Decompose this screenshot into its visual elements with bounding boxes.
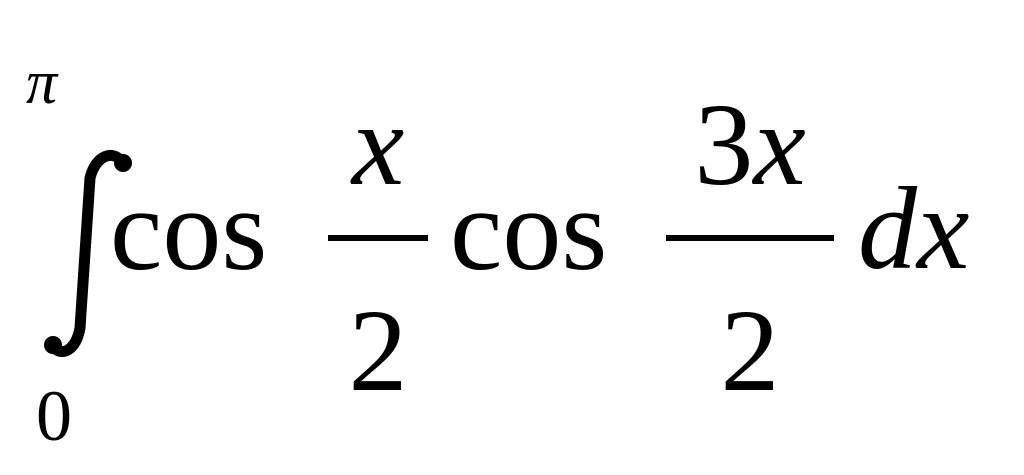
fraction-2-numerator-variable: x <box>753 79 806 210</box>
cos-function-1: cos <box>110 164 268 295</box>
fraction-2-numerator: 3x <box>666 86 834 204</box>
fraction-1-denominator: 2 <box>348 285 408 416</box>
fraction-2-numerator-coefficient: 3 <box>694 79 754 210</box>
fraction-2-bar <box>666 235 834 241</box>
fraction-2-denominator: 2 <box>720 285 780 416</box>
lower-limit: 0 <box>36 376 72 456</box>
cos-function-2: cos <box>450 164 608 295</box>
differential: dx <box>858 163 970 294</box>
fraction-1-bar <box>328 235 428 241</box>
integral-sign-icon <box>44 150 132 357</box>
fraction-1-numerator: x <box>351 79 405 210</box>
upper-limit: π <box>26 49 58 117</box>
